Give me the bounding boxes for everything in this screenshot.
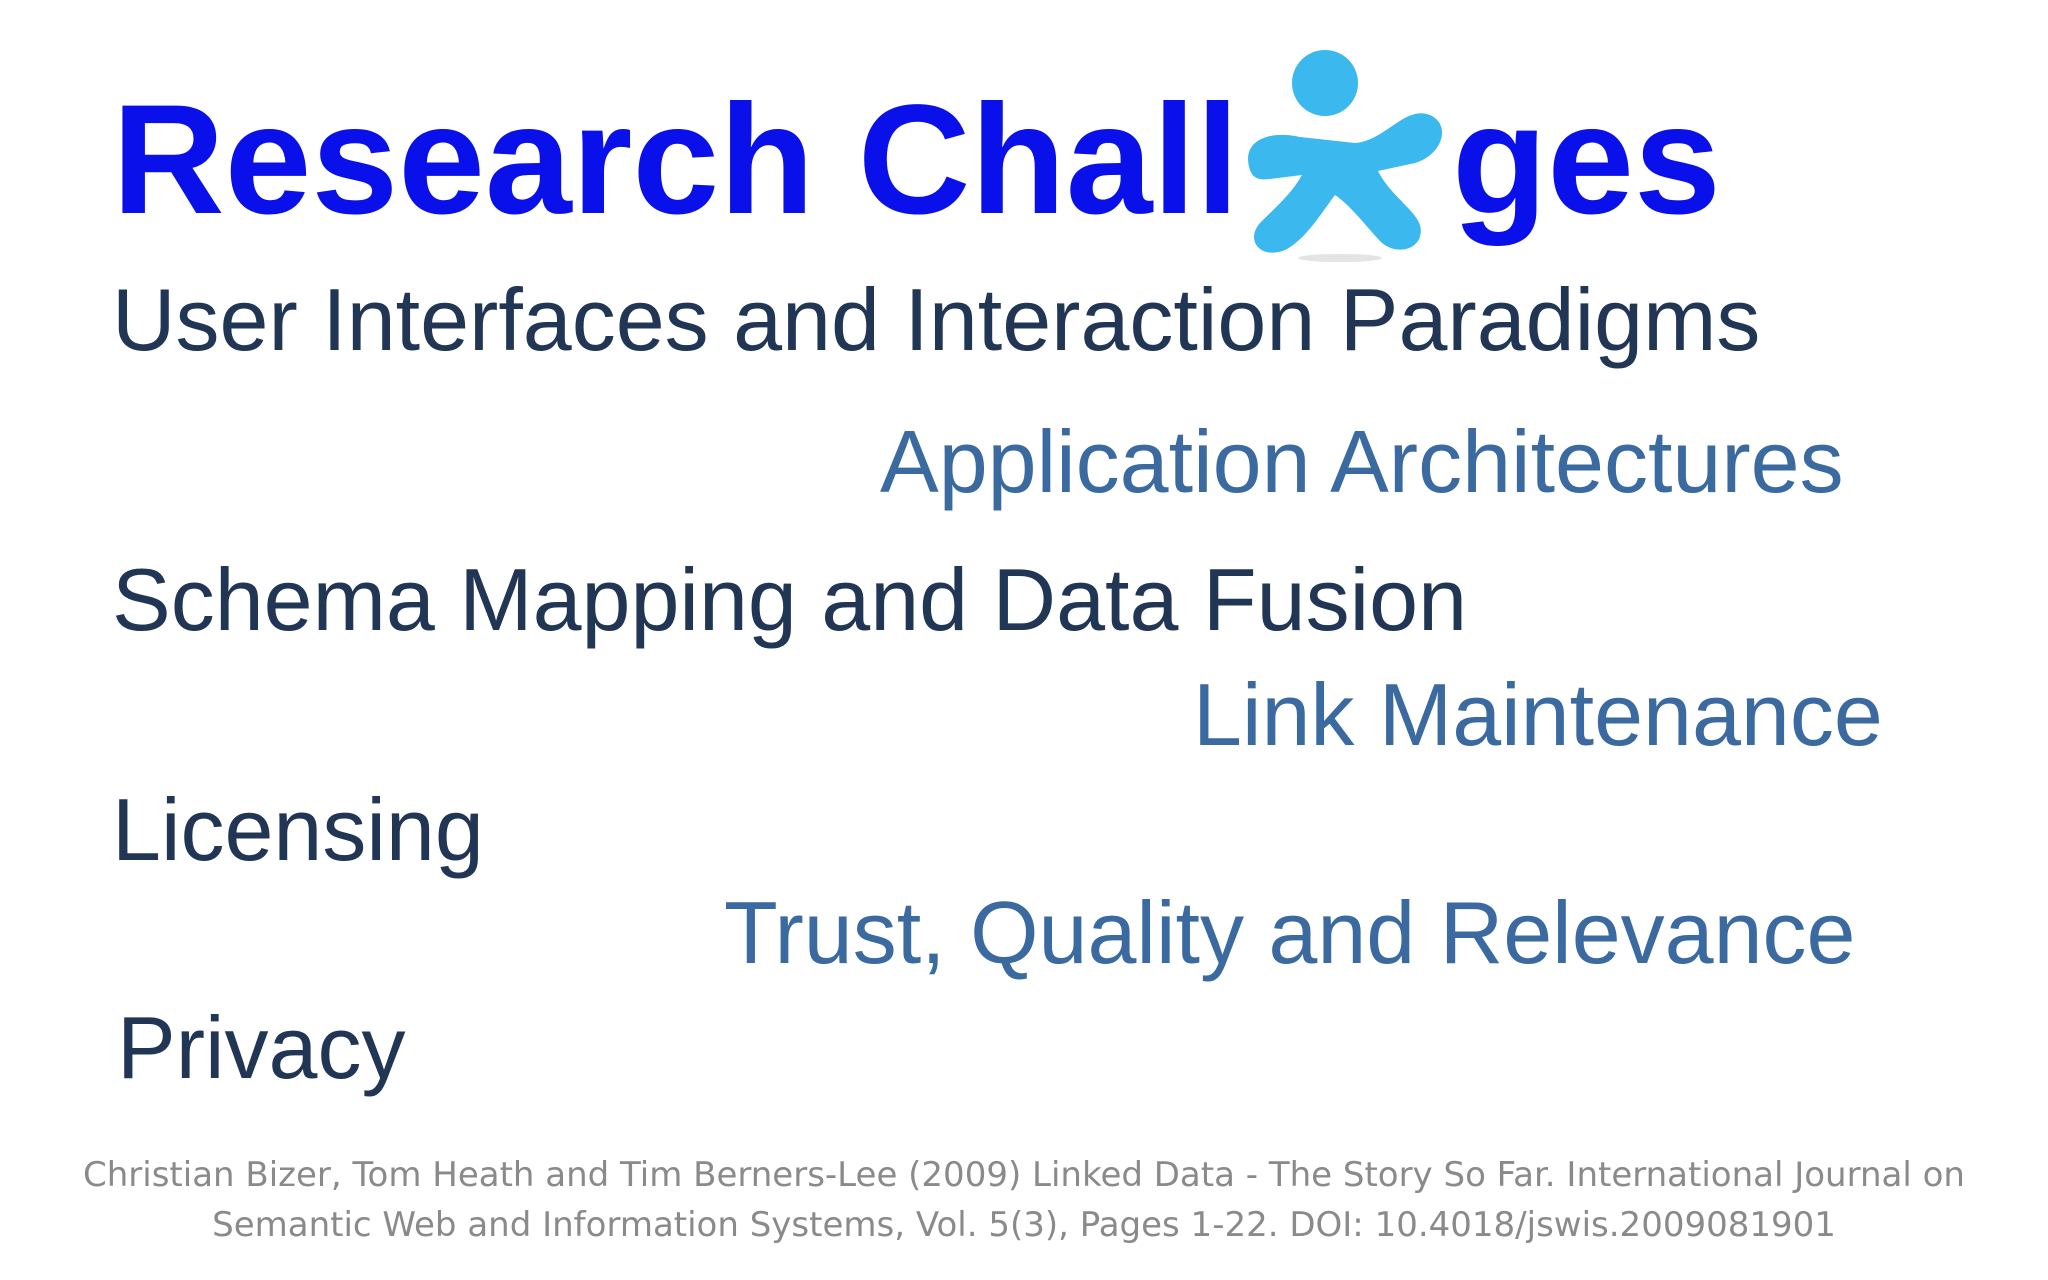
challenge-item-2: Application Architectures bbox=[880, 412, 1844, 511]
blue-running-figure-icon bbox=[1248, 50, 1443, 262]
citation-line-2: Semantic Web and Information Systems, Vo… bbox=[212, 1205, 1836, 1245]
challenge-item-3: Schema Mapping and Data Fusion bbox=[112, 550, 1468, 649]
challenge-item-6: Trust, Quality and Relevance bbox=[724, 883, 1856, 982]
title-text-end: ges bbox=[1452, 73, 1721, 247]
challenge-item-4: Link Maintenance bbox=[1193, 665, 1883, 764]
challenge-item-7: Privacy bbox=[117, 998, 406, 1097]
citation-line-1: Christian Bizer, Tom Heath and Tim Berne… bbox=[83, 1155, 1965, 1195]
title-text-start: Research Chall bbox=[112, 73, 1240, 247]
challenge-item-5: Licensing bbox=[112, 780, 484, 879]
challenge-item-1: User Interfaces and Interaction Paradigm… bbox=[112, 270, 1761, 369]
citation: Christian Bizer, Tom Heath and Tim Berne… bbox=[0, 1150, 2048, 1250]
